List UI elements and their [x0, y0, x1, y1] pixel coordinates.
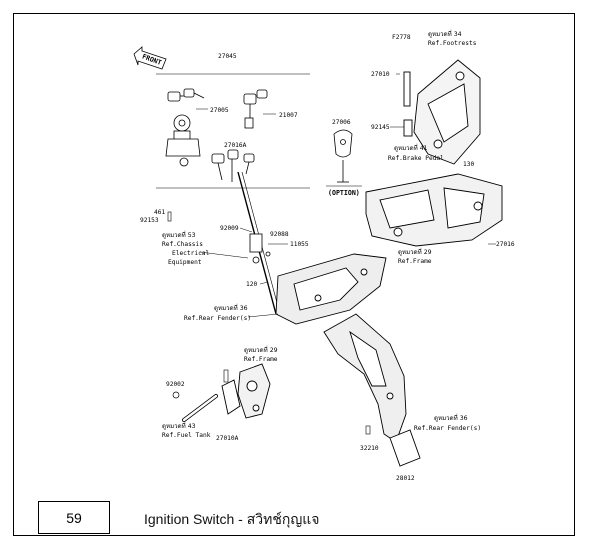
- part-92002: 92002: [166, 381, 185, 388]
- page-number-box: 59: [38, 501, 110, 534]
- ref-fender2-en: Ref.Rear Fender(s): [414, 425, 481, 432]
- option-key-icon: [333, 129, 353, 183]
- ref-fuel-th: ดูหมวดที่ 43: [162, 422, 196, 430]
- part-32210: 32210: [360, 445, 379, 452]
- ref-fender1-en: Ref.Rear Fender(s): [184, 315, 251, 322]
- figure-code: F2778: [392, 34, 411, 41]
- frame-assembly-icon: [365, 173, 503, 247]
- front-arrow-icon: FRONT: [133, 46, 167, 70]
- ignition-switch-parts-diagram: FRONT 27045 F2778 27005 21007: [133, 30, 515, 482]
- part-27010a: 27010A: [216, 435, 239, 442]
- part-27045: 27045: [218, 53, 237, 60]
- switch-bracket-icon: [249, 233, 271, 264]
- ref-chassis-en1: Ref.Chassis: [162, 241, 203, 248]
- part-27016a: 27016A: [224, 142, 247, 149]
- part-28012: 28012: [396, 475, 415, 482]
- key-set-icon: [165, 88, 205, 167]
- key-21007-icon: [243, 89, 268, 129]
- ref-frame1-en: Ref.Frame: [398, 258, 432, 265]
- part-120: 120: [246, 281, 257, 288]
- option-label: (OPTION): [328, 189, 360, 197]
- ref-brake-en: Ref.Brake Pedal: [388, 155, 444, 162]
- part-92145: 92145: [371, 124, 390, 131]
- part-130: 130: [463, 161, 474, 168]
- ref-chassis-en2: Electrical: [172, 250, 210, 257]
- ref-fender2-th: ดูหมวดที่ 36: [434, 414, 468, 422]
- part-27006: 27006: [332, 119, 351, 126]
- part-21007: 21007: [279, 112, 298, 119]
- section-caption: Ignition Switch - สวิทช์กุญแจ: [144, 511, 320, 527]
- part-92153: 92153: [140, 217, 159, 224]
- part-27010: 27010: [371, 71, 390, 78]
- ref-footrests-th: ดูหมวดที่ 34: [428, 30, 462, 38]
- ref-chassis-th: ดูหมวดที่ 53: [162, 231, 196, 239]
- footrest-bracket-icon: [403, 59, 481, 165]
- page-frame: FRONT 27045 F2778 27005 21007: [13, 13, 575, 536]
- lower-fender-icon: [323, 313, 421, 467]
- part-92009: 92009: [220, 225, 239, 232]
- ref-frame1-th: ดูหมวดที่ 29: [398, 248, 432, 256]
- part-27005: 27005: [210, 107, 229, 114]
- part-461: 461: [154, 209, 165, 216]
- ref-footrests-en: Ref.Footrests: [428, 40, 477, 47]
- page-number: 59: [66, 509, 82, 526]
- ref-brake-th: ดูหมวดที่ 41: [394, 144, 428, 152]
- ref-frame2-th: ดูหมวดที่ 29: [244, 346, 278, 354]
- key-27016a-icon: [211, 149, 255, 182]
- ref-chassis-en3: Equipment: [168, 259, 202, 266]
- rear-fender-icon: [275, 253, 387, 325]
- part-11055: 11055: [290, 241, 309, 248]
- ref-fuel-en: Ref.Fuel Tank: [162, 432, 211, 439]
- ref-frame2-en: Ref.Frame: [244, 356, 278, 363]
- ignition-mount-icon: [221, 363, 271, 419]
- ref-fender1-th: ดูหมวดที่ 36: [214, 304, 248, 312]
- part-92088: 92088: [270, 231, 289, 238]
- part-27016: 27016: [496, 241, 515, 248]
